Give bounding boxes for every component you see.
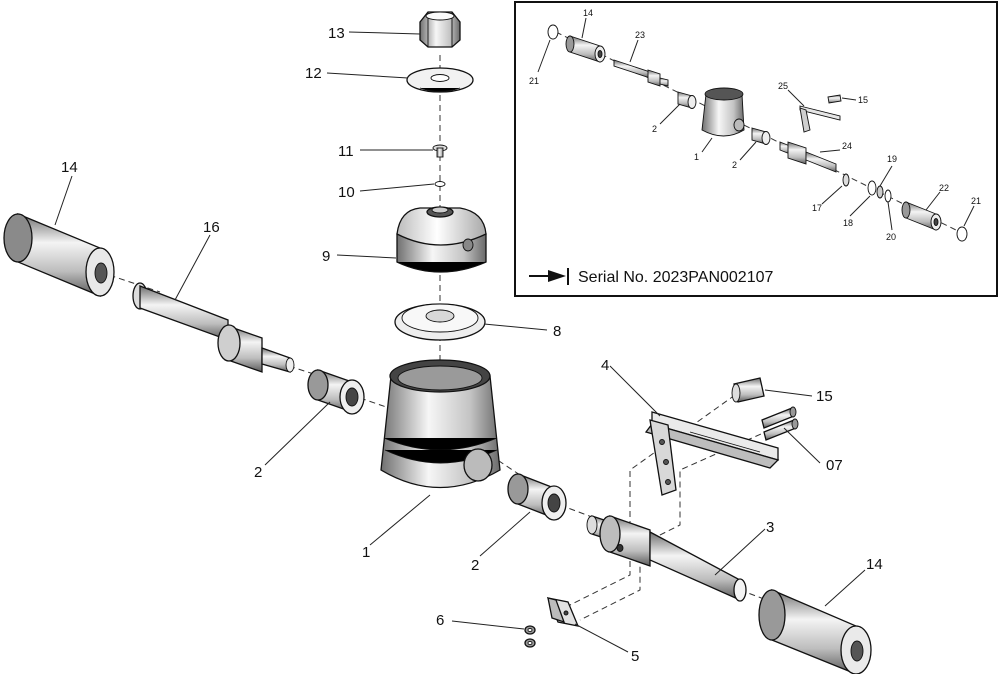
- callout-4: 4: [601, 357, 609, 374]
- callout-3: 3: [766, 519, 774, 536]
- part-3-shaft: [586, 515, 747, 602]
- callout-1: 1: [362, 544, 370, 561]
- inset-part-1-body: [701, 87, 745, 137]
- inset-part-20-ring: [884, 189, 892, 203]
- inset-callout-1: 1: [694, 152, 699, 162]
- inset-panel: 14 23 21 2 1 2 25 15 24 19 17 18 20 22 2…: [514, 1, 998, 297]
- inset-part-15-pin: [827, 94, 842, 104]
- callout-10: 10: [338, 184, 355, 201]
- inset-part-14-grip: [565, 35, 606, 63]
- inset-part-21-clip-a: [547, 24, 559, 40]
- part-9-top-housing: [396, 206, 487, 273]
- part-16-shaft: [132, 282, 295, 373]
- inset-part-22-grip: [901, 201, 942, 231]
- part-14-left-grip: [3, 213, 115, 297]
- inset-leader-lines: [537, 17, 975, 231]
- part-1-main-body: [380, 359, 501, 489]
- inset-callout-20: 20: [886, 232, 896, 242]
- part-2-bushing-right: [507, 473, 567, 521]
- inset-callout-21-b: 21: [971, 196, 981, 206]
- callout-11: 11: [338, 143, 354, 160]
- callout-14-left: 14: [61, 159, 78, 176]
- part-4-bracket: [644, 411, 780, 496]
- part-13-cap-nut: [419, 11, 461, 48]
- inset-part-24-shaft: [779, 141, 837, 173]
- inset-part-19-ring: [876, 185, 884, 199]
- inset-part-21-clip-b: [956, 226, 968, 242]
- callout-14-right: 14: [866, 556, 883, 573]
- inset-callout-21-a: 21: [529, 76, 539, 86]
- inset-part-2-bushing-b: [751, 127, 771, 145]
- serial-number: Serial No. 2023PAN002107: [578, 269, 773, 286]
- part-5-small-bracket: [546, 597, 580, 627]
- inset-callout-14: 14: [583, 8, 593, 18]
- inset-callout-2-a: 2: [652, 124, 657, 134]
- callout-12: 12: [305, 65, 322, 82]
- inset-part-18-ring: [867, 180, 877, 196]
- callout-2-right: 2: [471, 557, 479, 574]
- part-2-bushing-left: [307, 369, 365, 415]
- inset-callout-17: 17: [812, 203, 822, 213]
- inset-part-17-washer: [842, 173, 850, 187]
- part-14-right-grip: [758, 589, 872, 674]
- callout-labels: 13 12 11 10 9 8 16 14 14 2 2 1 3 4 15 07…: [61, 25, 883, 665]
- part-15-pin: [731, 377, 765, 403]
- callout-13: 13: [328, 25, 345, 42]
- part-8-plate: [394, 303, 486, 341]
- inset-part-23-shaft: [613, 59, 669, 87]
- part-12-disc: [406, 67, 474, 93]
- inset-part-2-bushing-a: [677, 91, 697, 109]
- inset-part-25-lever: [799, 105, 841, 133]
- callout-07: 07: [826, 457, 843, 474]
- callout-9: 9: [322, 248, 330, 265]
- inset-callout-19: 19: [887, 154, 897, 164]
- serial-arrow-icon: [529, 268, 569, 285]
- inset-callout-2-b: 2: [732, 160, 737, 170]
- callout-5: 5: [631, 648, 639, 665]
- inset-callout-23: 23: [635, 30, 645, 40]
- inset-callout-15: 15: [858, 95, 868, 105]
- part-11-screw: [432, 144, 448, 158]
- callout-2-left: 2: [254, 464, 262, 481]
- inset-callout-22: 22: [939, 183, 949, 193]
- part-6-nuts: [524, 625, 536, 648]
- part-10-washer: [434, 181, 446, 187]
- leader-lines: [54, 31, 866, 653]
- callout-16: 16: [203, 219, 220, 236]
- callout-15: 15: [816, 388, 833, 405]
- inset-callout-18: 18: [843, 218, 853, 228]
- inset-callout-25: 25: [778, 81, 788, 91]
- callout-8: 8: [553, 323, 561, 340]
- callout-6: 6: [436, 612, 444, 629]
- inset-callout-24: 24: [842, 141, 852, 151]
- part-07-bolts: [761, 406, 799, 441]
